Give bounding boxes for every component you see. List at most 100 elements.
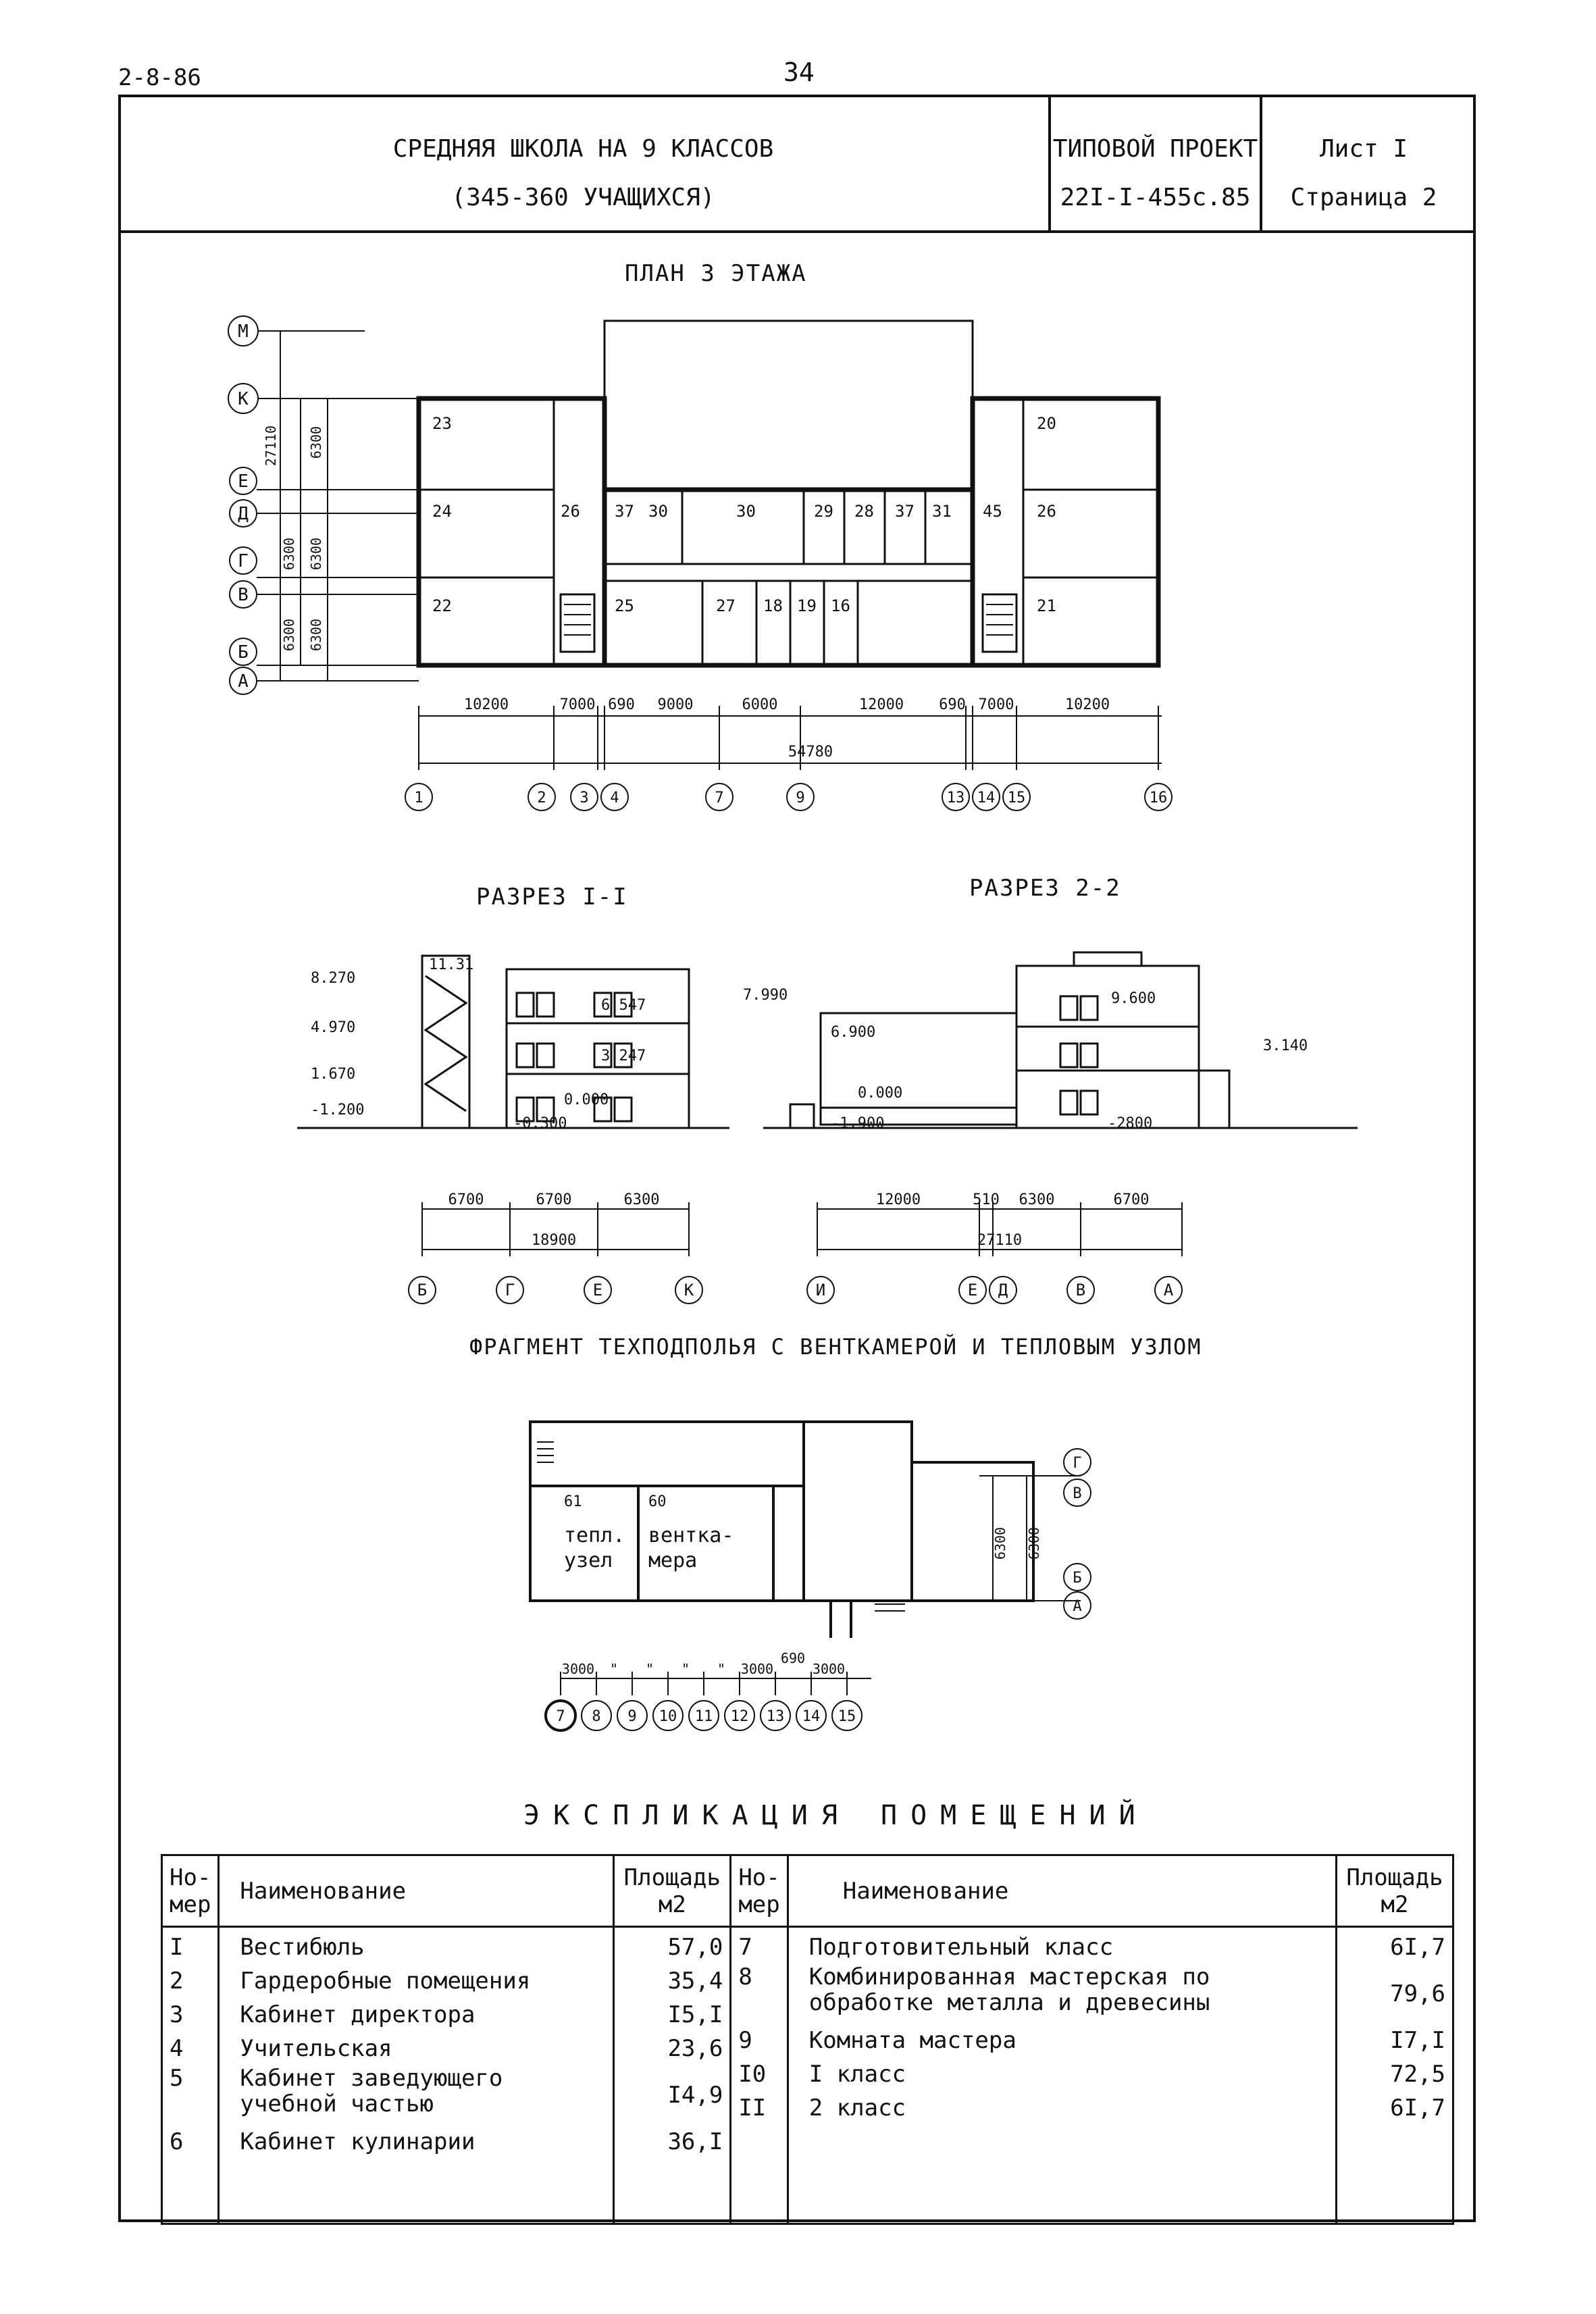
explication-title: ЭКСПЛИКАЦИЯ ПОМЕЩЕНИЙ	[523, 1800, 1149, 1831]
axis-label: 4	[610, 790, 619, 806]
axis-label: Е	[238, 471, 249, 492]
axis-label: В	[238, 585, 249, 605]
section-axes: Б Г Е К И Е Д В А	[417, 1281, 1174, 1300]
room-num: 2	[170, 1968, 184, 1995]
room-number: 19	[797, 596, 817, 615]
plan-col-axes: 1 2 3 4 7 9 13 14 15 16	[414, 790, 1167, 806]
sections-drawing: 8.270 4.970 1.670 -1.200 11.31 6.547 3.2…	[297, 951, 1358, 1304]
level-mark: -0.300	[513, 1115, 567, 1132]
dimension: 690	[939, 696, 966, 713]
dimension: 27110	[977, 1232, 1022, 1249]
axis-label: К	[684, 1281, 694, 1300]
axis-label: Б	[1073, 1570, 1081, 1587]
room-num: I	[170, 1934, 184, 1961]
right-names: Подготовительный класс Комбинированная м…	[786, 1926, 1338, 2225]
room-number: 37	[615, 502, 634, 521]
dimension: 510	[973, 1191, 1000, 1208]
explication-table: Но- мер Наименование Площадь м2 Но- мер …	[160, 1854, 1454, 2225]
room-area: I5,I	[667, 2001, 723, 2028]
room-numbers: 23 24 26 22 37 30 30 29 28 37 31 45 26 2…	[432, 414, 1056, 615]
central-volume	[603, 319, 974, 491]
room-number: 29	[814, 502, 833, 521]
level-mark: 3.140	[1263, 1037, 1308, 1054]
dimension: "	[646, 1661, 654, 1677]
room-name: Кабинет заведующего учебной частью	[240, 2065, 503, 2117]
axis-label: 11	[695, 1708, 713, 1725]
level-mark: 4.970	[311, 1019, 355, 1036]
room-number: 18	[763, 596, 783, 615]
axis-label: Д	[998, 1281, 1008, 1300]
section-2-2	[789, 951, 1231, 1129]
room-number: 22	[432, 596, 452, 615]
level-mark: 3.247	[601, 1048, 646, 1064]
right-wing	[970, 396, 1161, 668]
project-code: 22I-I-455с.85	[1060, 184, 1251, 211]
school-capacity: (345-360 УЧАЩИХСЯ)	[451, 184, 715, 211]
axis-label: 7	[715, 790, 723, 806]
room-area: 72,5	[1390, 2061, 1445, 2088]
room-num: 8	[738, 1963, 752, 1990]
axis-label: М	[238, 322, 249, 342]
dimension: 6300	[308, 619, 324, 651]
room-label: тепл.	[564, 1524, 625, 1547]
room-label: мера	[648, 1549, 697, 1572]
room-num: 5	[170, 2065, 184, 2092]
dimension: 6700	[1114, 1191, 1150, 1208]
dimension: 6300	[1026, 1527, 1042, 1560]
fragment-row-axes: Г В Б А	[1073, 1455, 1081, 1615]
dimension: 3000	[562, 1661, 594, 1677]
axis-label: 10	[659, 1708, 677, 1725]
axis-label: 14	[802, 1708, 821, 1725]
axis-label: 2	[537, 790, 546, 806]
right-areas: 6I,7 79,6 I7,I 72,5 6I,7	[1335, 1926, 1454, 2225]
dimension: 6300	[624, 1191, 660, 1208]
level-mark: 8.270	[311, 970, 355, 987]
room-label: вентка-	[648, 1524, 733, 1547]
dimension: "	[681, 1661, 690, 1677]
axis-label: 7	[556, 1708, 565, 1725]
column-header-area-2: Площадь м2	[1335, 1854, 1454, 1928]
dimension: 6300	[1019, 1191, 1055, 1208]
column-header-number-2: Но- мер	[729, 1854, 789, 1928]
page-number: 34	[783, 57, 815, 87]
section-levels: 8.270 4.970 1.670 -1.200 11.31 6.547 3.2…	[311, 956, 1308, 1132]
room-num: 3	[170, 2001, 184, 2028]
section-1-1	[421, 954, 690, 1129]
fragment-plan: 61 60 тепл. узел вентка- мера 6300 6300 …	[529, 1420, 1091, 1638]
fragment-col-dims: 3000 " " " " 3000 690 3000	[562, 1650, 845, 1677]
dimension: "	[717, 1661, 725, 1677]
title-block-divider-1	[1048, 95, 1051, 233]
title-block-bottom-line	[118, 230, 1476, 233]
axis-label: Б	[417, 1281, 427, 1300]
axis-label: В	[1073, 1485, 1081, 1502]
dimension: 10200	[1065, 696, 1110, 713]
dimension: 6700	[536, 1191, 572, 1208]
axis-label: Г	[238, 551, 249, 571]
room-number: 26	[1037, 502, 1056, 521]
axis-label: И	[816, 1281, 825, 1300]
dimension: 9000	[658, 696, 694, 713]
dimension: 3000	[813, 1661, 845, 1677]
dimension: 6300	[281, 619, 297, 651]
dimension: 6300	[281, 538, 297, 570]
level-mark: -1.200	[311, 1102, 364, 1119]
room-area: 35,4	[667, 1968, 723, 1995]
axis-label: 13	[947, 790, 965, 806]
dimension: 7000	[560, 696, 596, 713]
floor-plan: 23 24 26 22 37 30 30 29 28 37 31 45 26 2…	[228, 315, 1173, 811]
room-area: I7,I	[1390, 2027, 1445, 2054]
sheet-number: Лист I	[1319, 135, 1408, 163]
room-number: 20	[1037, 414, 1056, 433]
room-number: 30	[736, 502, 756, 521]
level-mark: 1.670	[311, 1066, 355, 1083]
fragment-col-axis-labels: 7 8 9 10 11 12 13 14 15	[556, 1708, 856, 1725]
axis-label: Е	[968, 1281, 977, 1300]
room-name: Подготовительный класс	[808, 1934, 1114, 1961]
room-num: I0	[738, 2061, 767, 2088]
level-mark: 9.600	[1111, 990, 1156, 1007]
dimension: 27110	[263, 426, 279, 466]
plan-col-dims: 10200 7000 690 9000 6000 12000 690 7000 …	[464, 696, 1110, 761]
level-mark: 11.31	[429, 956, 473, 973]
axis-label: 12	[731, 1708, 749, 1725]
axis-label: Б	[238, 642, 249, 663]
